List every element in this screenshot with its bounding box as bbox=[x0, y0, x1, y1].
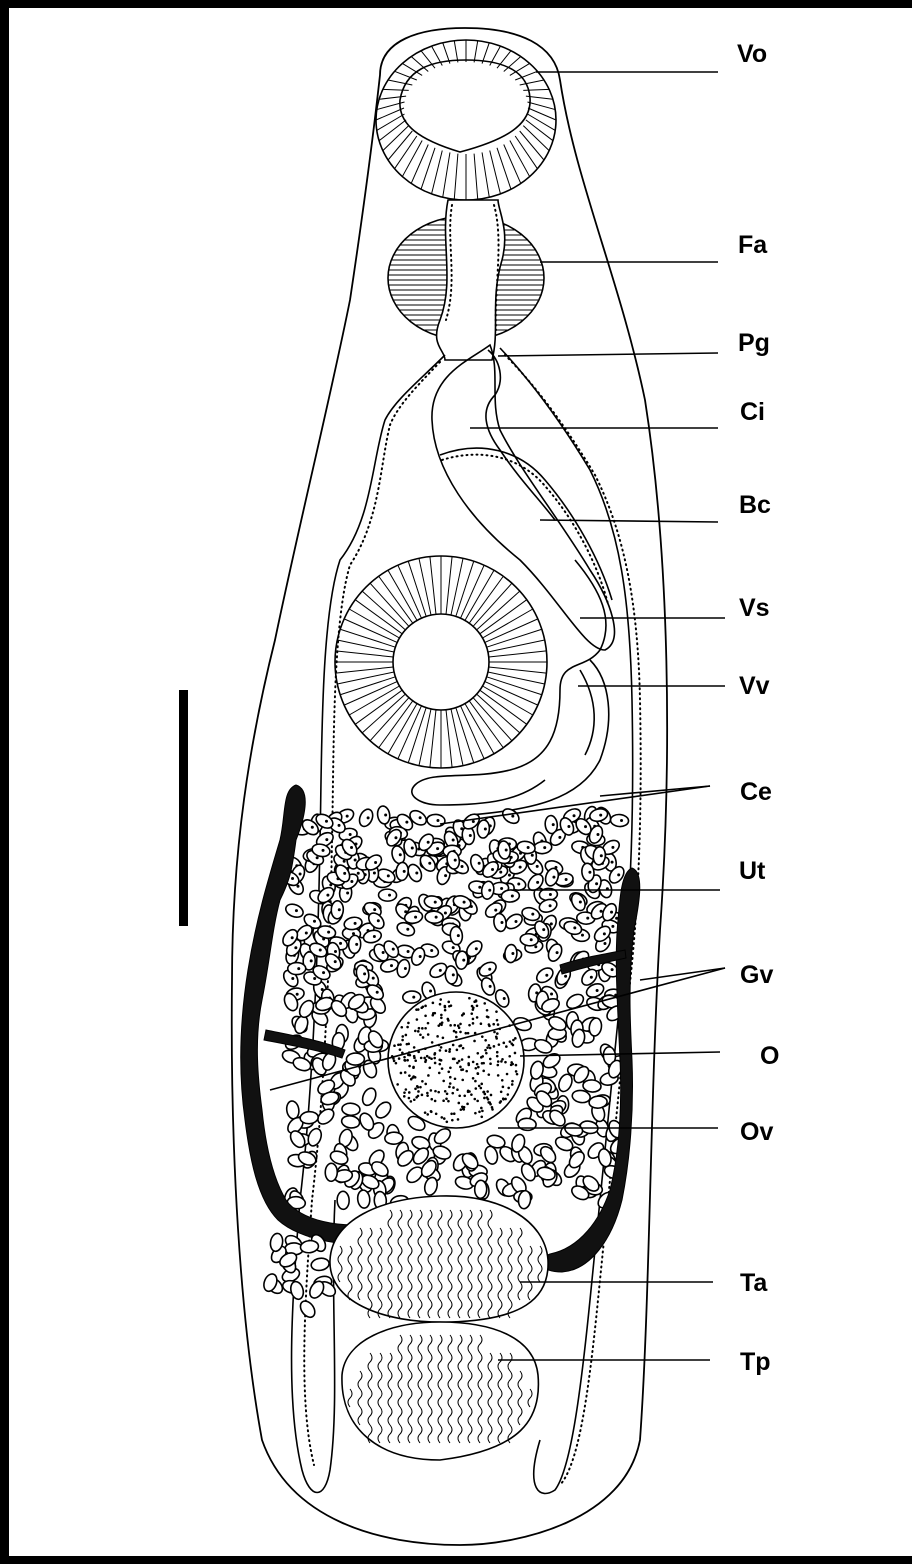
label-pg: Pg bbox=[738, 329, 770, 357]
label-fa: Fa bbox=[738, 231, 768, 259]
label-ov: Ov bbox=[740, 1118, 773, 1146]
labels: Vo Fa Pg Ci Bc Vs Vv Ce Ut Gv O Ov Ta Tp bbox=[737, 40, 779, 1376]
label-ta: Ta bbox=[740, 1269, 768, 1297]
scale-bar bbox=[179, 690, 188, 926]
ovary bbox=[388, 992, 524, 1128]
anterior-testis bbox=[330, 1196, 548, 1322]
ventral-sucker bbox=[335, 556, 547, 768]
label-ce: Ce bbox=[740, 778, 772, 806]
label-ut: Ut bbox=[739, 857, 766, 885]
label-vs: Vs bbox=[739, 594, 770, 622]
label-vv: Vv bbox=[739, 672, 770, 700]
oral-sucker bbox=[376, 40, 556, 200]
label-o: O bbox=[760, 1042, 779, 1070]
label-bc: Bc bbox=[739, 491, 771, 519]
label-gv: Gv bbox=[740, 961, 773, 989]
label-tp: Tp bbox=[740, 1348, 771, 1376]
label-vo: Vo bbox=[737, 40, 767, 68]
posterior-testis bbox=[342, 1322, 539, 1460]
label-ci: Ci bbox=[740, 398, 765, 426]
